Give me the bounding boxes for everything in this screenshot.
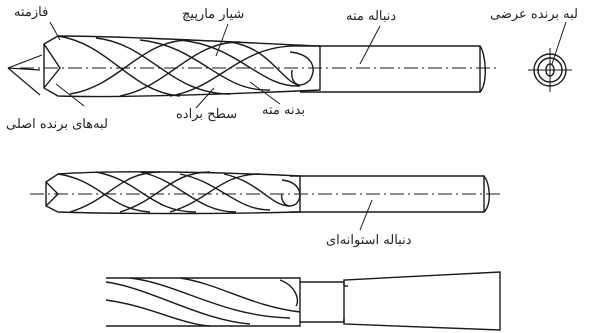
drill-bottom-body [106, 277, 301, 327]
label-labhaye-borandeh-asli: لبه‌های برنده اصلی [6, 117, 108, 132]
drill-top-flute-end [289, 51, 314, 86]
leader-satah [195, 87, 215, 109]
drill-top-flute-5 [229, 41, 301, 87]
drill-middle [30, 171, 500, 231]
drill-top [7, 35, 500, 98]
leader-fazmeh [49, 21, 61, 41]
drill-top-flute-6 [69, 39, 191, 95]
drill-end-view [528, 48, 572, 92]
drill-top-flute-8 [169, 45, 301, 97]
leader-shiyar [215, 23, 229, 57]
drill-bottom-taper [343, 271, 501, 331]
drill-top-shank-end [479, 45, 486, 93]
label-labeh-borandeh-arzi: لبه برنده عرضی [490, 7, 578, 22]
leader-donbaleh [359, 25, 381, 65]
drill-top-flute-4 [179, 39, 301, 87]
drill-top-body-outline [43, 35, 321, 98]
leader-lab-arzi [551, 21, 567, 65]
label-satah-barade: سطح براده [176, 107, 238, 122]
leader-lines-top [49, 21, 567, 109]
drill-top-flute-3 [139, 39, 271, 91]
label-badaneh-meteh: بدنه مته [262, 103, 306, 118]
point-angle-lines [7, 54, 43, 96]
drill-top-flute-7 [119, 41, 241, 97]
leader-lab-asli [55, 83, 85, 107]
label-fazmeh: فازمته [14, 5, 49, 20]
leader-badaneh [249, 81, 281, 105]
drill-top-shank [300, 45, 481, 93]
label-donbaleh-meteh: دنباله مته [346, 9, 397, 24]
drill-bottom-collar [300, 281, 345, 323]
drill-top-tip [43, 43, 61, 89]
leader-donbaleh-ostovaneh [359, 199, 373, 231]
drill-top-flute-1 [57, 35, 181, 97]
drill-middle-shank [290, 175, 485, 213]
label-donbaleh-ostovaneh: دنباله استوانه‌ای [326, 233, 412, 248]
label-shiyar-marpich: شیار مارپیچ [182, 7, 245, 22]
drill-bottom [105, 271, 501, 331]
